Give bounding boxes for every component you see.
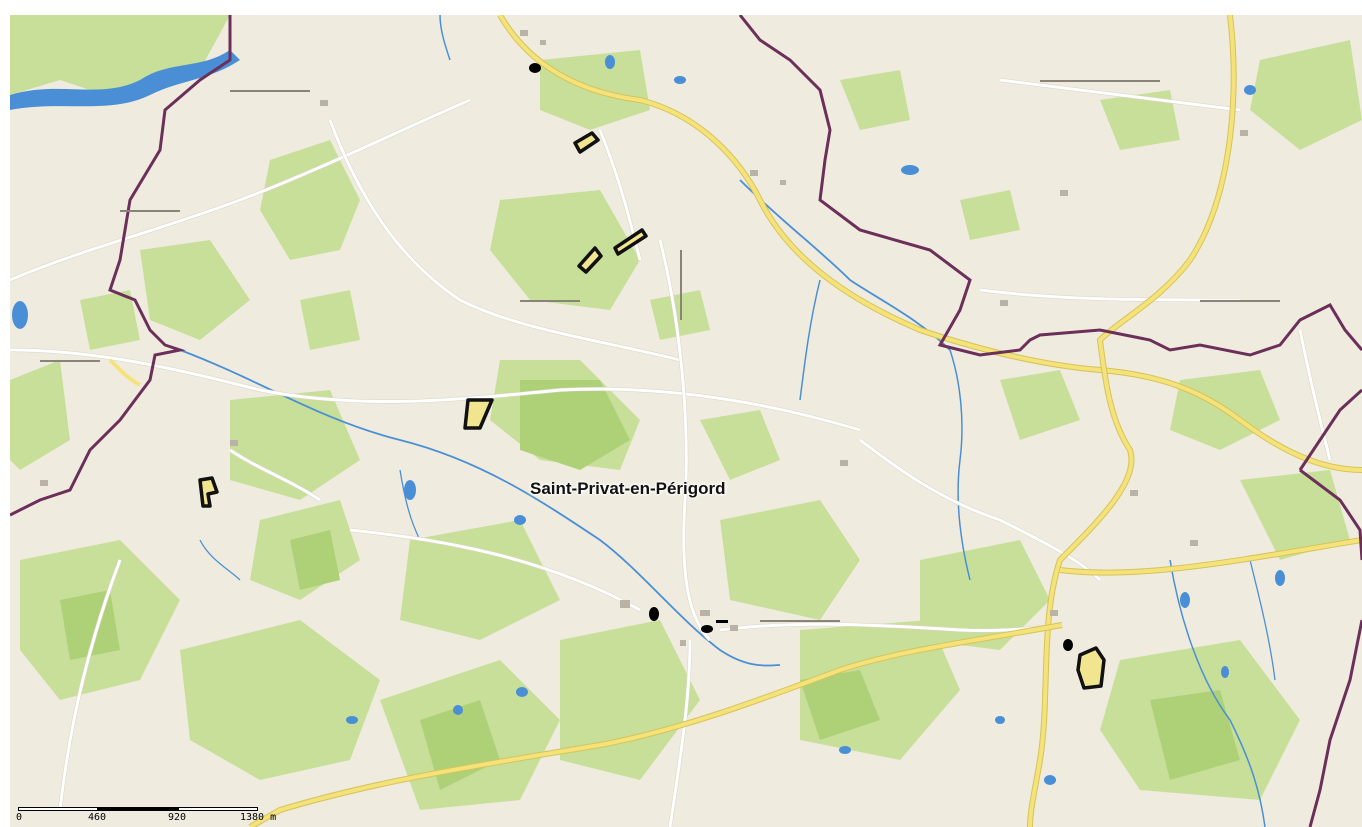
parcel-4 [463, 398, 494, 430]
map-layer [10, 15, 1362, 827]
scale-tick-3: 1380 m [240, 812, 277, 823]
building-clusters [40, 30, 1248, 646]
scale-bar-segment-black [98, 807, 178, 811]
scale-bar-segment-white [18, 807, 98, 811]
parcel-6 [1076, 646, 1106, 690]
commune-name-label: Saint-Privat-en-Périgord [530, 479, 726, 498]
map-canvas[interactable]: Saint-Privat-en-Périgord 0 460 920 1380 … [10, 15, 1362, 827]
minor-roads [10, 78, 1332, 827]
scale-bar-segment-white-2 [178, 807, 258, 811]
parcel-1 [573, 131, 600, 154]
water-features [10, 15, 1285, 827]
scale-tick-2: 920 [168, 812, 187, 823]
commune-boundary [10, 15, 1362, 827]
parcel-3 [577, 246, 603, 274]
scale-bar: 0 460 920 1380 m [16, 806, 276, 827]
scale-tick-1: 460 [88, 812, 107, 823]
parcel-5 [198, 476, 219, 508]
highlighted-parcels [198, 131, 1106, 690]
scale-tick-0: 0 [16, 812, 23, 823]
road-label-marks [40, 80, 1280, 622]
main-roads [108, 15, 1362, 827]
black-markers [529, 63, 1073, 651]
forest-dark-areas [60, 380, 1240, 790]
parcel-2 [613, 228, 648, 256]
